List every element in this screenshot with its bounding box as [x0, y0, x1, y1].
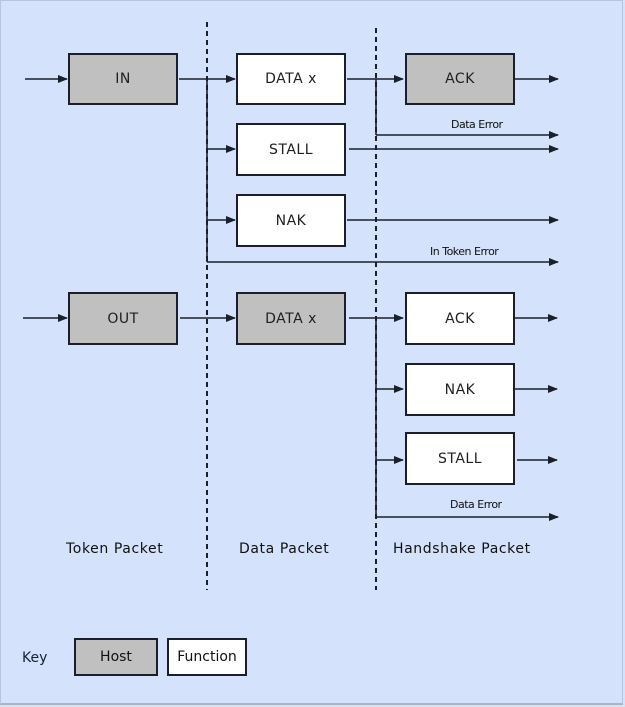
out-datax-box: DATA x [236, 292, 346, 345]
column-label-handshake: Handshake Packet [393, 541, 531, 557]
column-label-data: Data Packet [239, 541, 330, 557]
in-data-error-label: Data Error [451, 118, 503, 131]
in-token-error-label: In Token Error [430, 245, 499, 258]
in-nak-box: NAK [236, 194, 346, 247]
out-ack-box: ACK [405, 292, 515, 345]
in-ack-box: ACK [405, 53, 515, 105]
key-title: Key [22, 650, 48, 666]
key-host: Host [74, 638, 158, 676]
in-token-box: IN [68, 53, 178, 105]
out-data-error-label: Data Error [450, 498, 502, 511]
out-nak-box: NAK [405, 363, 515, 416]
out-token-box: OUT [68, 292, 178, 345]
in-datax-box: DATA x [236, 53, 346, 105]
key-function: Function [167, 638, 247, 676]
column-label-token: Token Packet [66, 541, 164, 557]
in-stall-box: STALL [236, 123, 346, 176]
out-stall-box: STALL [405, 432, 515, 485]
